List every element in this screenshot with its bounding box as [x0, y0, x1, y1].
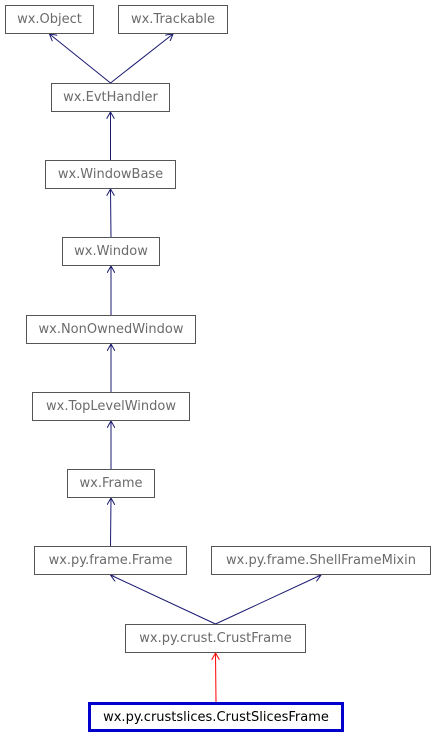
- edge-crustframe-to-shellframemixin: [215, 575, 322, 625]
- node-label: wx.Trackable: [130, 12, 216, 27]
- edge-evthandler-to-trackable: [110, 34, 174, 84]
- node-label: wx.py.crust.CrustFrame: [139, 631, 292, 646]
- node-label: wx.py.frame.ShellFrameMixin: [226, 553, 416, 568]
- node-wx-py-frame-frame[interactable]: wx.py.frame.Frame: [34, 546, 187, 575]
- node-label: wx.py.frame.Frame: [48, 553, 173, 568]
- node-wx-py-crust-crustframe[interactable]: wx.py.crust.CrustFrame: [125, 624, 306, 653]
- node-label: wx.EvtHandler: [63, 90, 158, 105]
- node-label: wx.Frame: [79, 476, 143, 491]
- edge-evthandler-to-object: [50, 34, 111, 84]
- edge-window-to-windowbase: [111, 189, 112, 238]
- node-label: wx.TopLevelWindow: [46, 399, 176, 414]
- node-wx-window[interactable]: wx.Window: [62, 237, 160, 266]
- node-wx-py-crustslices-crustslicesframe[interactable]: wx.py.crustslices.CrustSlicesFrame: [88, 702, 344, 732]
- node-wx-trackable[interactable]: wx.Trackable: [118, 5, 228, 34]
- node-label: wx.WindowBase: [57, 167, 164, 182]
- node-wx-toplevelwindow[interactable]: wx.TopLevelWindow: [32, 392, 190, 421]
- node-label: wx.Window: [74, 244, 148, 259]
- node-wx-windowbase[interactable]: wx.WindowBase: [45, 160, 176, 189]
- edge-crustframe-to-pyframe: [111, 575, 216, 625]
- node-wx-frame[interactable]: wx.Frame: [67, 469, 155, 498]
- node-wx-nonownedwindow[interactable]: wx.NonOwnedWindow: [26, 315, 196, 344]
- node-label: wx.Object: [17, 12, 82, 27]
- node-label: wx.py.crustslices.CrustSlicesFrame: [103, 709, 329, 725]
- node-wx-object[interactable]: wx.Object: [5, 5, 94, 34]
- edge-pyframe-to-frame: [111, 498, 112, 547]
- node-label: wx.NonOwnedWindow: [38, 322, 184, 337]
- node-wx-evthandler[interactable]: wx.EvtHandler: [51, 83, 170, 112]
- node-wx-py-frame-shellframemixin[interactable]: wx.py.frame.ShellFrameMixin: [211, 546, 431, 575]
- edge-crustslicesframe-to-crustframe: [216, 653, 217, 703]
